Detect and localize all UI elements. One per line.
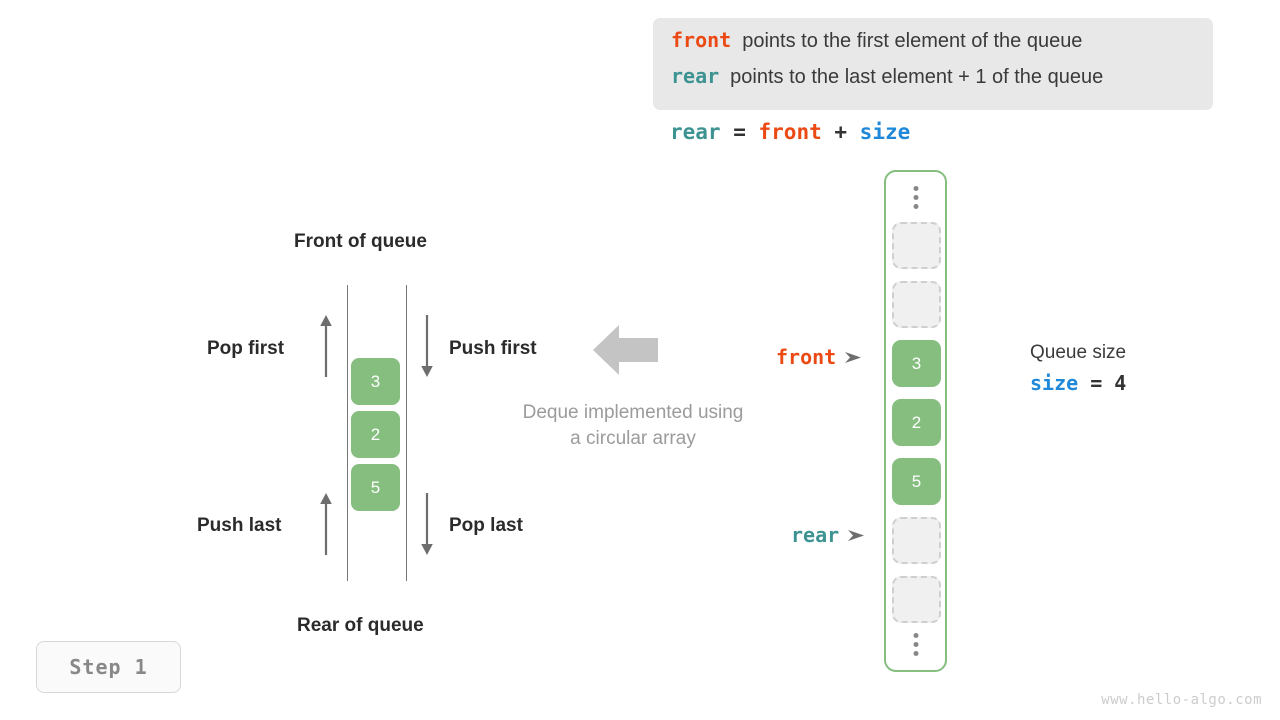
step-badge[interactable]: Step 1 [36,641,181,693]
deque-rail-right [406,285,407,581]
queue-size-expression: size = 4 [1030,371,1126,395]
formula-rear-equals-front-plus-size: rear = front + size [670,120,910,144]
array-slot-filled: 3 [892,340,941,387]
deque-caption-line1: Deque implemented using [522,402,744,423]
deque-cell: 5 [351,464,400,511]
queue-size-value: = 4 [1078,371,1127,395]
label-pop-first: Pop first [207,338,285,359]
label-pop-last: Pop last [449,515,523,536]
arrow-right-head-icon [845,351,862,363]
label-push-last: Push last [197,515,282,536]
legend-desc-rear: points to the last element + 1 of the qu… [730,66,1104,88]
queue-size-block: Queue size size = 4 [1030,342,1126,395]
arrow-right-head-icon [848,529,865,541]
arrow-down-pop-last-icon [421,493,433,555]
arrow-up-push-last-icon [320,493,332,555]
legend-row-front: front points to the first element of the… [671,28,1195,64]
array-slot-filled: 2 [892,399,941,446]
formula-plus: + [821,120,860,144]
vertical-ellipsis-icon [913,633,918,656]
array-slot-empty [892,222,941,269]
step-badge-label: Step 1 [69,655,148,679]
queue-size-var: size [1030,371,1079,395]
pointer-front: front [776,345,862,369]
rear-of-queue-label: Rear of queue [297,615,424,636]
pointer-front-label: front [776,345,837,369]
array-slot-empty [892,576,941,623]
deque-cell: 2 [351,411,400,458]
pointer-rear-label: rear [791,523,840,547]
deque-caption: Deque implemented using a circular array [483,400,783,452]
legend-term-rear: rear [671,64,720,88]
arrow-down-push-first-icon [421,315,433,377]
legend-desc-front: points to the first element of the queue [742,30,1083,52]
array-slot-filled: 5 [892,458,941,505]
array-slot-empty [892,517,941,564]
label-push-first: Push first [449,338,537,359]
legend-term-front: front [671,28,732,52]
arrow-up-pop-first-icon [320,315,332,377]
legend-box: front points to the first element of the… [653,18,1213,110]
deque-caption-line2: a circular array [570,428,696,449]
pointer-rear: rear [791,523,865,547]
queue-size-title: Queue size [1030,342,1127,363]
formula-lhs: rear [670,120,721,144]
watermark: www.hello-algo.com [1101,692,1262,708]
arrow-left-icon [593,325,658,375]
deque-cell: 3 [351,358,400,405]
formula-size-term: size [859,120,911,144]
circular-array-container: 3 2 5 [884,170,947,672]
formula-front-term: front [758,120,822,144]
deque-rail-left [347,285,348,581]
formula-equals: = [720,120,759,144]
array-slot-empty [892,281,941,328]
legend-row-rear: rear points to the last element + 1 of t… [671,64,1195,100]
vertical-ellipsis-icon [913,186,918,209]
front-of-queue-label: Front of queue [294,231,427,252]
